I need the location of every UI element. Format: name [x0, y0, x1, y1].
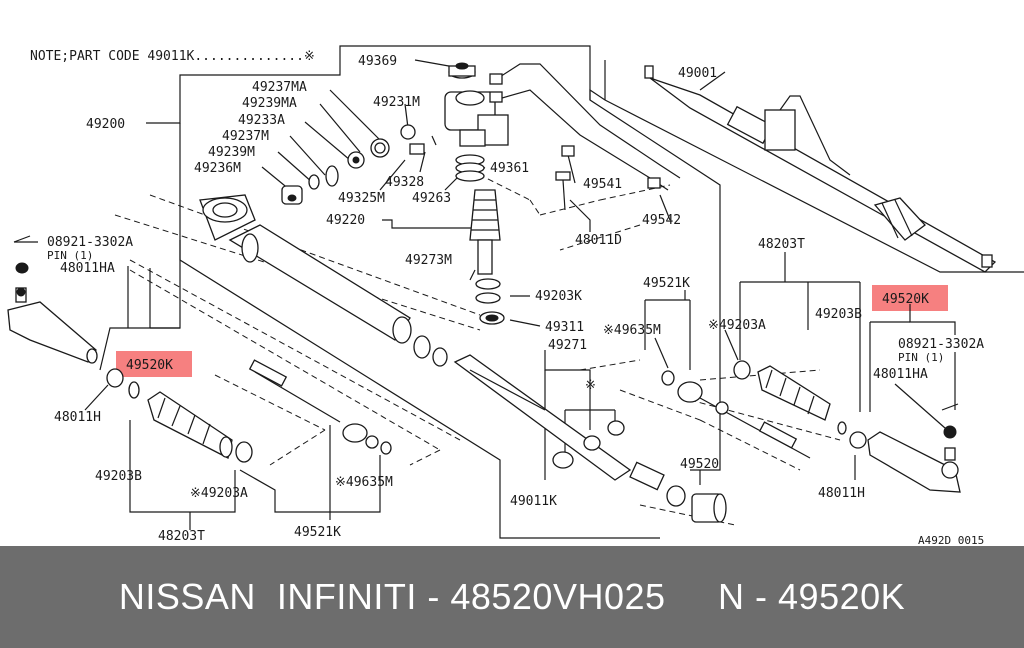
label-48203t-right: 48203T	[758, 237, 805, 252]
label-49520k-right: 49520K	[882, 292, 929, 307]
part-rack-bar	[413, 335, 727, 523]
assembly-frame-lines	[146, 45, 1024, 539]
steering-rack-exploded-diagram: NOTE;PART CODE 49011K..............※ 493…	[7, 45, 1024, 546]
part-number-caption: NISSAN INFINITI - 48520VH025 N - 49520K	[118, 576, 906, 617]
part-49541-fitting	[561, 145, 661, 189]
label-48011h-left: 48011H	[54, 410, 101, 425]
label-49237m: 49237M	[222, 129, 269, 144]
label-49271: 49271	[548, 338, 587, 353]
label-49521k-left: 49521K	[294, 525, 341, 540]
note-text: NOTE;PART CODE 49011K..............※	[30, 49, 315, 64]
label-49520k-left: 49520K	[126, 358, 173, 373]
label-49361: 49361	[490, 161, 529, 176]
label-48011ha-left: 48011HA	[60, 261, 115, 276]
label-49203b-left: 49203B	[95, 469, 142, 484]
label-49203b-right: 49203B	[815, 307, 862, 322]
highlight-49520k-left	[116, 351, 192, 377]
label-49520: 49520	[680, 457, 719, 472]
label-49541: 49541	[583, 177, 622, 192]
label-49521k-right: 49521K	[643, 276, 690, 291]
label-49011k: 49011K	[510, 494, 557, 509]
part-right-boot	[733, 360, 847, 435]
diagram-reference-code: A492D 0015	[918, 534, 984, 546]
label-49236m: 49236M	[194, 161, 241, 176]
label-49203k: 49203K	[535, 289, 582, 304]
part-49200-rack-housing	[199, 194, 412, 344]
label-48011h-right: 48011H	[818, 486, 865, 501]
label-49220: 49220	[326, 213, 365, 228]
label-pin-right: PIN (1)	[898, 351, 944, 364]
label-49369: 49369	[358, 54, 397, 69]
label-49239m: 49239M	[208, 145, 255, 160]
label-49237ma: 49237MA	[252, 80, 307, 95]
label-49328: 49328	[385, 175, 424, 190]
part-gear-housing	[444, 63, 681, 191]
label-49231m: 49231M	[373, 95, 420, 110]
label-08921-left: 08921-3302A	[47, 235, 133, 250]
label-49203a-left: ※49203A	[190, 486, 248, 501]
label-49311: 49311	[545, 320, 584, 335]
label-pin-left: PIN (1)	[47, 249, 93, 262]
part-left-inner-tie-rod	[248, 359, 392, 455]
label-48011d: 48011D	[575, 233, 622, 248]
part-49369-cap	[448, 62, 476, 79]
part-number-banner: NISSAN INFINITI - 48520VH025 N - 49520K	[0, 546, 1024, 648]
part-seals-left	[281, 124, 416, 205]
label-48203t-left: 48203T	[158, 529, 205, 544]
label-49325m: 49325M	[338, 191, 385, 206]
label-49635m-left: ※49635M	[335, 475, 393, 490]
part-49001-full-assembly	[644, 65, 997, 273]
label-49203a-right: ※49203A	[708, 318, 766, 333]
label-49263: 49263	[412, 191, 451, 206]
part-48011h-nut-left	[106, 368, 140, 399]
leader-lines	[14, 59, 956, 530]
part-49328-49263-spring	[409, 135, 485, 182]
label-49233a: 49233A	[238, 113, 285, 128]
label-49200: 49200	[86, 117, 125, 132]
part-right-tie-rod-end	[849, 403, 961, 493]
label-49273m: 49273M	[405, 253, 452, 268]
part-48011d-bolt	[555, 171, 571, 211]
label-49239ma: 49239MA	[242, 96, 297, 111]
label-star: ※	[585, 378, 596, 393]
part-left-tie-rod-end	[7, 235, 98, 364]
label-49635m-right: ※49635M	[603, 323, 661, 338]
part-left-boot	[147, 391, 253, 463]
label-49542: 49542	[642, 213, 681, 228]
part-right-inner-tie-rod	[661, 370, 811, 459]
label-48011ha-right: 48011HA	[873, 367, 928, 382]
part-49220-pinion	[469, 189, 505, 325]
label-08921-right: 08921-3302A	[898, 337, 984, 352]
label-49001: 49001	[678, 66, 717, 81]
